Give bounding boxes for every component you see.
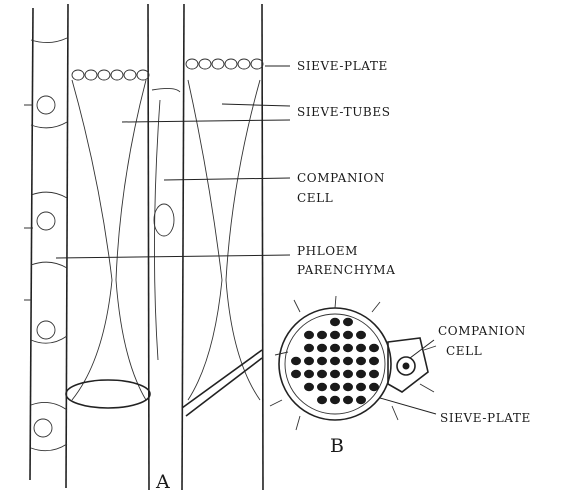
sieve-plate-bead	[251, 59, 263, 69]
transverse-section: B	[270, 296, 436, 457]
sieve-plate-bead	[85, 70, 97, 80]
sieve-pore	[317, 370, 327, 378]
sieve-pore	[330, 331, 340, 339]
leader-lines-a	[56, 66, 290, 258]
sieve-plate-bead	[111, 70, 123, 80]
sieve-plate-pores	[291, 318, 379, 404]
oblique-sieve-plate-left	[66, 380, 150, 408]
sieve-pore	[369, 383, 379, 391]
sieve-pore	[356, 383, 366, 391]
sieve-pore	[343, 331, 353, 339]
sieve-pore	[356, 331, 366, 339]
sieve-pore	[330, 357, 340, 365]
sieve-pore	[356, 357, 366, 365]
top-sieve-plates	[72, 59, 263, 80]
sieve-pore	[343, 357, 353, 365]
sieve-pore	[330, 383, 340, 391]
sieve-pore	[291, 370, 301, 378]
panel-label-b: B	[330, 435, 344, 457]
sieve-plate-bead	[225, 59, 237, 69]
label-companion-cell-2: CELL	[297, 191, 333, 205]
longitudinal-section: A	[24, 4, 263, 493]
sieve-pore	[369, 344, 379, 352]
label-companion-cell-1: COMPANION	[297, 171, 385, 185]
sieve-pore	[356, 344, 366, 352]
sieve-pore	[317, 396, 327, 404]
sieve-pore	[304, 344, 314, 352]
sieve-plate-bead	[98, 70, 110, 80]
sieve-pore	[330, 370, 340, 378]
sieve-plate-bead	[137, 70, 149, 80]
sieve-pore	[369, 357, 379, 365]
sieve-pore	[343, 344, 353, 352]
sieve-pore	[304, 383, 314, 391]
label-sieve-plate: SIEVE-PLATE	[297, 59, 388, 73]
phloem-parenchyma-column	[24, 4, 68, 488]
sieve-pore	[317, 357, 327, 365]
sieve-pore	[330, 396, 340, 404]
label-phloem-parenchyma-2: PARENCHYMA	[297, 263, 395, 277]
label-cs-companion-1: COMPANION	[438, 324, 526, 338]
sieve-plate-bead	[72, 70, 84, 80]
label-phloem-parenchyma-1: PHLOEM	[297, 244, 358, 258]
sieve-plate-bead	[212, 59, 224, 69]
sieve-pore	[343, 383, 353, 391]
sieve-pore	[369, 370, 379, 378]
sieve-pore	[304, 357, 314, 365]
panel-label-a: A	[155, 471, 170, 493]
sieve-pore	[343, 318, 353, 326]
label-cs-sieve-plate: SIEVE-PLATE	[440, 411, 531, 425]
sieve-pore	[356, 370, 366, 378]
sieve-pore	[343, 370, 353, 378]
sieve-pore	[304, 331, 314, 339]
sieve-pore	[317, 344, 327, 352]
sieve-pore	[330, 344, 340, 352]
label-sieve-tubes: SIEVE-TUBES	[297, 105, 391, 119]
sieve-pore	[304, 370, 314, 378]
sieve-plate-bead	[186, 59, 198, 69]
sieve-plate-bead	[124, 70, 136, 80]
label-cs-companion-2: CELL	[446, 344, 482, 358]
sieve-tube-walls	[72, 4, 263, 490]
oblique-sieve-plate-right	[182, 350, 262, 408]
sieve-plate-bead	[199, 59, 211, 69]
sieve-pore	[317, 383, 327, 391]
sieve-pore	[343, 396, 353, 404]
sieve-pore	[356, 396, 366, 404]
sieve-pore	[330, 318, 340, 326]
sieve-pore	[291, 357, 301, 365]
sieve-pore	[317, 331, 327, 339]
sieve-plate-bead	[238, 59, 250, 69]
